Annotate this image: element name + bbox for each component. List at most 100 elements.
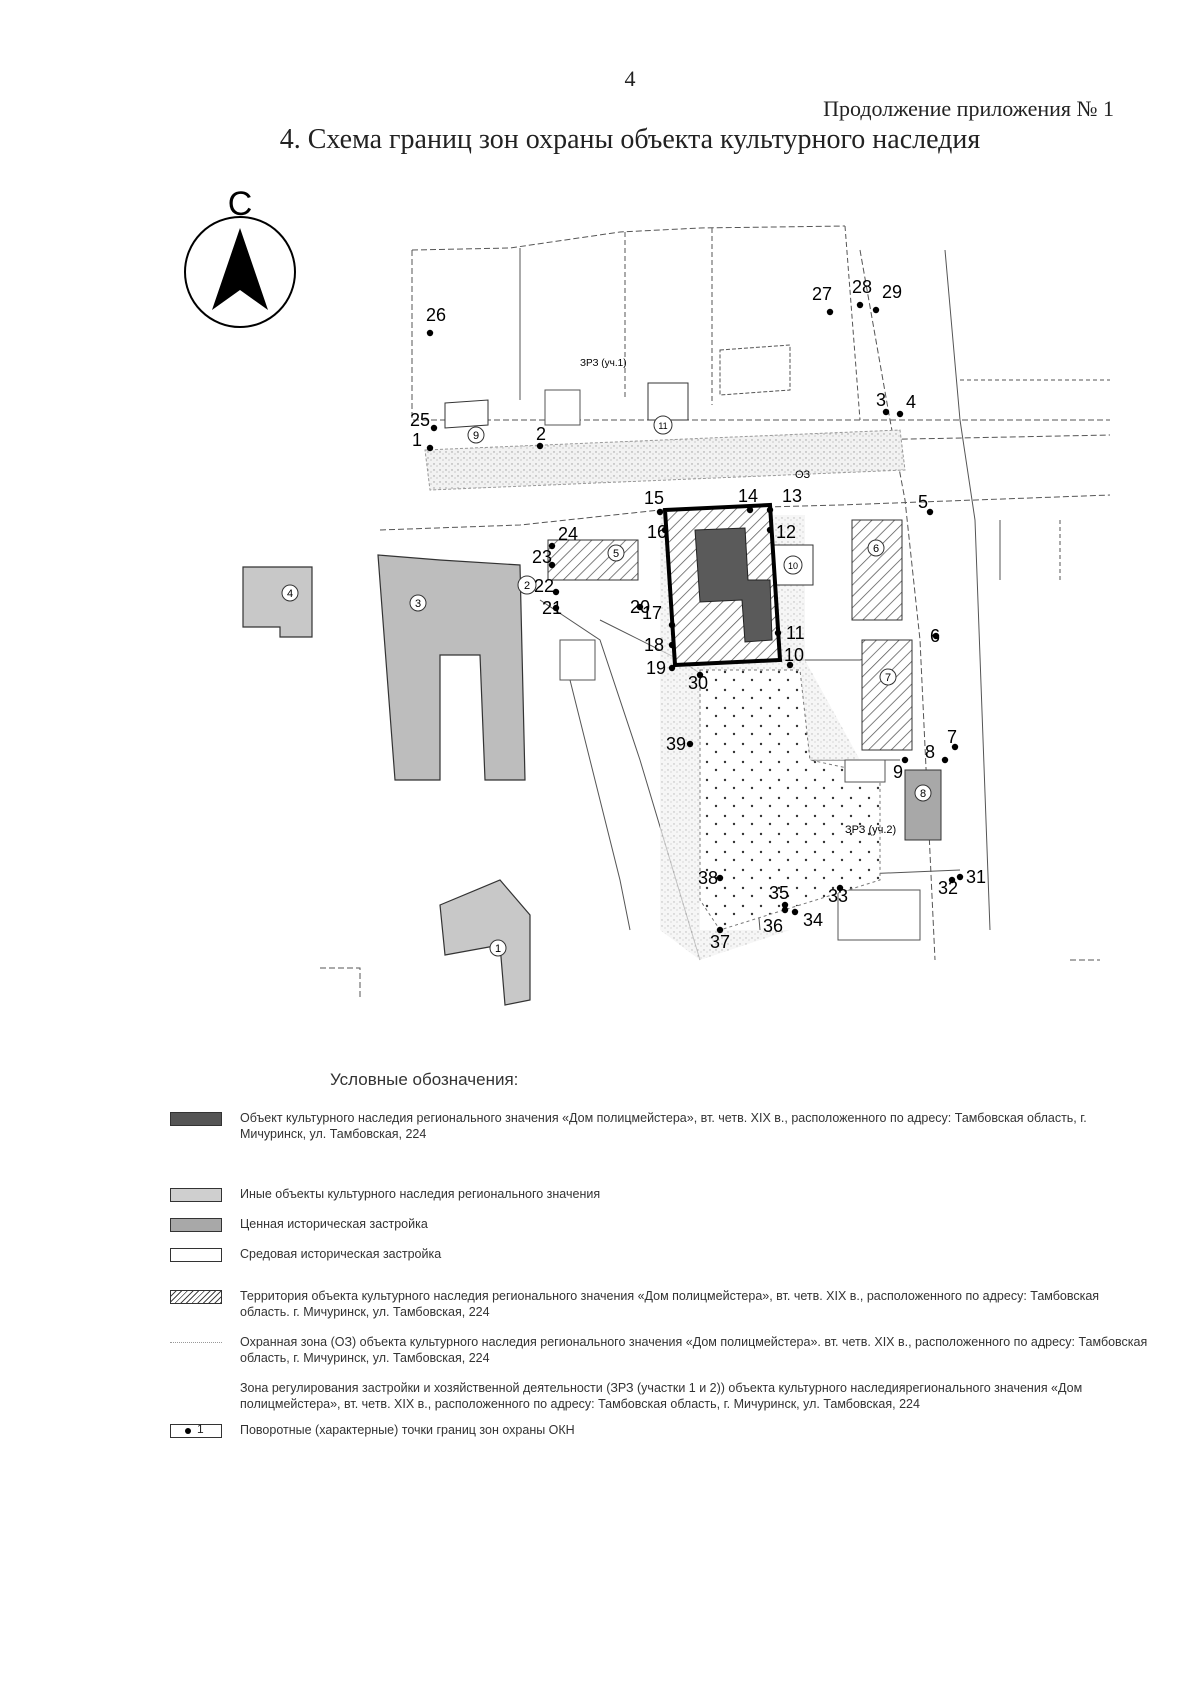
point-dot-icon [781,906,789,914]
point-dot-icon [636,603,644,611]
building-number: 7 [885,672,891,684]
point-label: 11 [786,623,805,643]
zrz2-label: ЗРЗ (уч.2) [845,824,896,836]
building-number: 5 [613,548,619,560]
boundary-point-34: 34 [791,908,823,930]
building-label-6: 6 [867,539,885,557]
point-dot-icon [786,661,794,669]
boundary-point-21: 21 [542,598,562,618]
map-title: 4. Схема границ зон охраны объекта культ… [279,124,981,155]
point-label: 13 [782,486,802,506]
point-label: 4 [906,392,916,412]
point-label: 3 [876,390,886,410]
north-arrow-icon [212,228,268,310]
boundary-point-4: 4 [896,392,916,418]
legend-item-other: Иные объекты культурного наследия регион… [170,1186,1150,1202]
boundary-point-35: 35 [769,883,789,909]
point-dot-icon [926,508,934,516]
swatch-environmental [170,1248,222,1262]
building-label-4: 4 [281,584,299,602]
point-label: 1 [412,430,422,450]
point-dot-icon [791,908,799,916]
point-label: 14 [738,486,758,506]
point-label: 10 [784,645,804,665]
boundary-point-33: 33 [828,884,848,906]
swatch-oz [170,1342,222,1344]
building-number: 4 [287,588,293,600]
point-label: 12 [776,522,796,542]
point-dot-icon [426,444,434,452]
point-label: 35 [769,883,789,903]
point-dot-icon [746,506,754,514]
point-label: 25 [410,410,430,430]
building-number: 3 [415,598,421,610]
building-number: 1 [495,943,501,955]
boundary-point-20: 20 [630,597,650,617]
point-dot-icon [668,641,676,649]
point-label: 9 [893,762,903,782]
point-dot-icon [548,542,556,550]
swatch-points: 1 [170,1422,222,1438]
point-dot-icon [656,508,664,516]
building-number: 10 [788,561,798,571]
point-dot-icon [896,410,904,418]
point-dot-icon [948,876,956,884]
point-dot-icon [430,424,438,432]
swatch-territory [170,1290,222,1304]
buildings [242,344,942,1006]
point-label: 33 [828,886,848,906]
point-dot-icon [781,901,789,909]
boundary-point-29: 29 [872,282,902,314]
point-label: 38 [698,868,718,888]
point-label: 32 [938,878,958,898]
point-label: 29 [882,282,902,302]
legend-text: Зона регулирования застройки и хозяйстве… [240,1381,1083,1411]
boundary-point-12: 12 [766,522,796,542]
point-label: 39 [666,734,686,754]
legend-item-points: 1 Поворотные (характерные) точки границ … [170,1422,1150,1438]
building-11 [647,382,689,421]
boundary-point-26: 26 [426,305,446,337]
building-1 [439,879,531,1006]
boundary-point-15: 15 [644,488,664,516]
point-dot-icon [696,671,704,679]
point-dot-icon [882,408,890,416]
legend-item-zrz: Зона регулирования застройки и хозяйстве… [170,1380,1150,1412]
boundary-point-38: 38 [698,868,724,888]
point-label: 21 [542,598,562,618]
point-dot-icon [668,621,676,629]
police-chief-house [694,527,773,643]
legend-item-valuable: Ценная историческая застройка [170,1216,1150,1232]
building-label-9: 9 [467,426,485,444]
boundary-point-18: 18 [644,635,676,655]
legend-item-oz: Охранная зона (ОЗ) объекта культурного н… [170,1334,1150,1366]
building-label-2: 2 [517,575,537,595]
point-label: 8 [925,742,935,762]
boundary-point-27: 27 [812,284,834,316]
boundary-point-37: 37 [710,926,730,952]
point-dot-icon [185,1428,191,1434]
point-dot-icon [956,873,964,881]
legend-text: Ценная историческая застройка [240,1217,428,1231]
point-label: 15 [644,488,664,508]
point-dot-icon [661,526,669,534]
boundary-point-32: 32 [938,876,958,898]
point-dot-icon [716,926,724,934]
legend-text: Средовая историческая застройка [240,1247,442,1261]
legend-item-environmental: Средовая историческая застройка [170,1246,1150,1262]
point-dot-icon [872,306,880,314]
boundary-point-16: 16 [647,522,669,542]
point-dot-icon [836,884,844,892]
building-4 [242,566,313,638]
oz-label: ОЗ [795,469,811,481]
boundary-point-25: 25 [410,410,438,432]
building-number: 9 [473,430,479,442]
building-6 [851,519,903,621]
boundary-point-36: 36 [763,906,789,936]
point-label: 31 [966,867,986,887]
point-dot-icon [901,756,909,764]
boundary-point-19: 19 [646,658,676,678]
swatch-valuable [170,1218,222,1232]
point-dot-icon [951,743,959,751]
building-3 [377,554,526,781]
